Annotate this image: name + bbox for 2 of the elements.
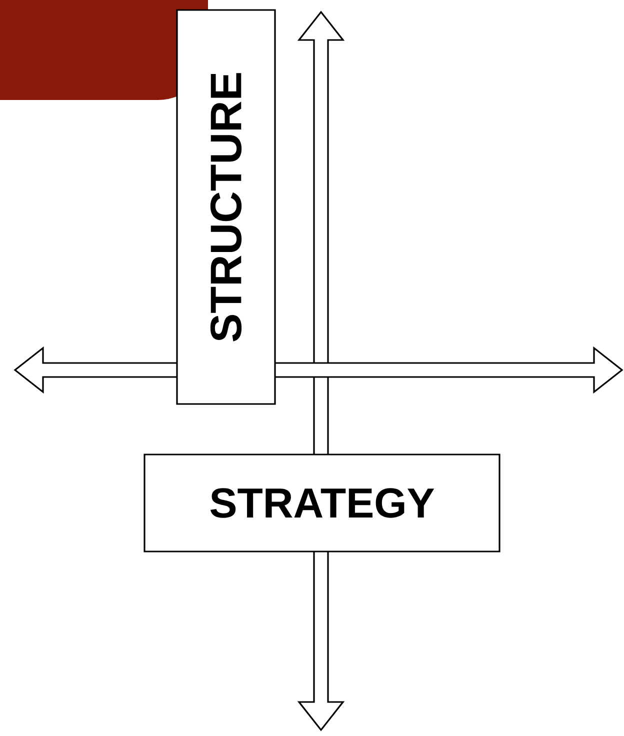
- label-box: STRATEGY: [144, 454, 500, 552]
- label-box: STRUCTURE: [176, 9, 276, 405]
